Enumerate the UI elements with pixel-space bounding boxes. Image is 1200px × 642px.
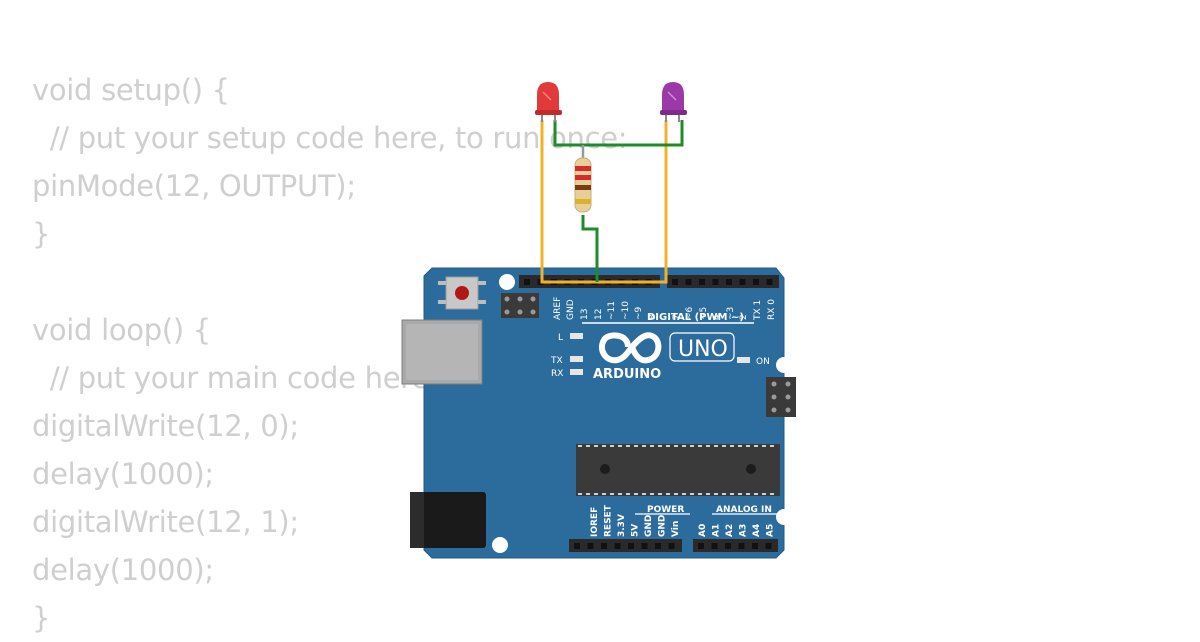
pin-hole[interactable]: [711, 543, 718, 549]
pin-hole[interactable]: [738, 543, 745, 549]
pin-label: A3: [739, 524, 749, 537]
pin-label: RX 0: [767, 299, 777, 320]
pin-hole[interactable]: [641, 543, 648, 549]
pin-label: GND: [566, 299, 576, 320]
pin-label: 13: [580, 309, 590, 320]
pin-hole[interactable]: [668, 543, 675, 549]
tx-label: TX: [550, 356, 563, 366]
pin-label: 2: [739, 314, 749, 320]
code-line: void setup() {: [32, 73, 230, 107]
pin-label: A5: [766, 524, 776, 537]
pin-label: A0: [698, 524, 708, 537]
led-purple[interactable]: [660, 82, 687, 122]
on-label: ON: [756, 357, 770, 367]
mounting-hole: [776, 509, 792, 525]
status-leds: L TX RX ON: [550, 333, 770, 379]
mounting-hole: [492, 537, 508, 553]
icsp-header-right: [766, 377, 796, 417]
pin-hole[interactable]: [726, 279, 732, 285]
code-line: digitalWrite(12, 1);: [32, 505, 299, 539]
pin-hole[interactable]: [672, 279, 678, 285]
code-line: digitalWrite(12, 0);: [32, 409, 299, 443]
pin-hole[interactable]: [753, 279, 759, 285]
pin-hole[interactable]: [698, 543, 704, 549]
mounting-hole: [499, 274, 515, 290]
atmega-chip: [576, 444, 780, 496]
wire-green-resistor[interactable]: [581, 215, 599, 282]
code-line: // put your setup code here, to run once…: [32, 121, 628, 155]
pin-hole[interactable]: [712, 279, 719, 285]
pin-label: AREF: [553, 297, 563, 320]
analog-header-label: ANALOG IN: [716, 505, 772, 515]
code-line: pinMode(12, OUTPUT);: [32, 169, 356, 203]
pin-hole[interactable]: [766, 279, 773, 285]
wire-orange-right[interactable]: [550, 120, 668, 284]
model-label: UNO: [678, 337, 728, 362]
pin-label: A2: [725, 524, 735, 537]
pin-label: 3.3V: [617, 514, 627, 537]
reset-button[interactable]: [438, 276, 486, 310]
pin-label: 5V: [631, 524, 641, 537]
pin-hole[interactable]: [765, 543, 772, 549]
pin-hole[interactable]: [739, 279, 746, 285]
pin-label: IOREF: [590, 507, 600, 537]
pin-label: RESET: [604, 504, 614, 537]
brand-label: ARDUINO: [593, 367, 661, 382]
led-l-label: L: [558, 333, 563, 343]
pin-label: GND: [644, 515, 654, 537]
pin-label: TX 1: [753, 300, 763, 321]
code-line: delay(1000);: [32, 553, 214, 587]
code-line: }: [32, 601, 51, 635]
pin-label: A1: [712, 524, 722, 537]
pin-hole[interactable]: [601, 543, 607, 549]
pin-hole[interactable]: [614, 543, 621, 549]
arduino-logo: ARDUINO UNO: [593, 332, 735, 382]
wire-green-led[interactable]: [553, 120, 684, 147]
rx-label: RX: [551, 369, 563, 379]
code-line: delay(1000);: [32, 457, 214, 491]
code-line: }: [32, 217, 51, 251]
bottom-pin-holes: [574, 543, 772, 549]
pin-hole[interactable]: [628, 543, 634, 549]
wires[interactable]: [540, 120, 684, 284]
pin-hole[interactable]: [685, 279, 692, 285]
power-header-label: POWER: [647, 505, 684, 515]
pin-label: ~6: [685, 306, 695, 320]
pin-hole[interactable]: [587, 543, 594, 549]
pin-label: 12: [594, 309, 604, 320]
usb-connector: [401, 319, 483, 385]
pin-hole[interactable]: [752, 543, 758, 549]
digital-header-label: DIGITAL (PWM ~): [647, 312, 744, 323]
pin-label: 8: [648, 314, 658, 320]
mounting-hole: [776, 357, 792, 373]
pin-label: GND: [658, 515, 668, 537]
code-editor: void setup() { // put your setup code he…: [32, 66, 701, 642]
analog-header: [693, 539, 778, 552]
pin-label: ~3: [726, 307, 736, 320]
pin-label: ~10: [621, 301, 631, 320]
pin-hole[interactable]: [725, 543, 731, 549]
pin-label: 4: [712, 314, 722, 320]
pin-hole[interactable]: [699, 279, 705, 285]
power-header: [569, 539, 682, 552]
pin-label: 7: [672, 314, 682, 320]
pin-label: ~9: [634, 306, 644, 320]
power-jack: [410, 492, 486, 548]
pin-label: ~5: [699, 307, 709, 320]
resistor[interactable]: [574, 157, 592, 213]
pin-hole[interactable]: [574, 543, 580, 549]
digital-header-right: [667, 275, 779, 288]
pin-label: Vin: [671, 521, 681, 537]
pin-hole[interactable]: [524, 279, 530, 285]
code-line: void loop() {: [32, 313, 211, 347]
pin-hole[interactable]: [655, 543, 661, 549]
led-red[interactable]: [535, 82, 562, 122]
pin-label: ~11: [607, 301, 617, 320]
icsp-header: [501, 293, 539, 318]
pin-label: A4: [752, 524, 762, 537]
